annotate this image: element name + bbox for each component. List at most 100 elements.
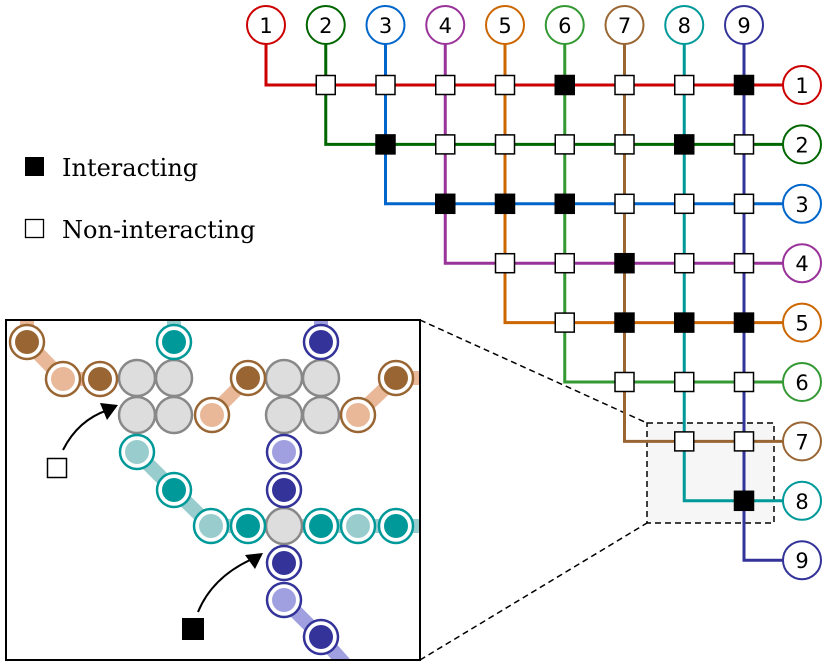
gray-site-node xyxy=(264,506,304,546)
interacting-marker xyxy=(733,490,755,512)
row-label-circle xyxy=(782,302,822,343)
non-interacting-marker xyxy=(733,252,755,274)
row-label: 6 xyxy=(795,371,808,395)
interacting-marker xyxy=(674,312,695,333)
row-label-circle xyxy=(782,480,822,521)
non-interacting-marker xyxy=(674,252,695,274)
row-label-circle xyxy=(782,421,822,462)
non-interacting-marker xyxy=(733,134,755,155)
brown-light-node-core xyxy=(51,367,75,391)
pointer-arrow-interacting xyxy=(197,559,251,613)
interacting-marker xyxy=(674,134,695,155)
pointer-arrowhead-non-interacting xyxy=(100,403,118,420)
path-line-7 xyxy=(623,44,783,443)
interacting-marker xyxy=(554,74,575,96)
column-label-circle xyxy=(365,5,406,45)
gray-site-node xyxy=(301,395,341,435)
column-label-circle xyxy=(544,5,585,45)
column-label: 4 xyxy=(439,14,452,38)
teal-light-node-core xyxy=(199,514,223,538)
pointer-arrow-non-interacting xyxy=(62,409,109,451)
non-interacting-marker xyxy=(674,74,695,96)
row-label: 7 xyxy=(795,430,808,454)
path-line-3 xyxy=(384,44,783,206)
non-interacting-marker xyxy=(733,371,755,393)
non-interacting-marker xyxy=(614,134,635,155)
navy-light-node-core xyxy=(272,588,296,612)
column-label-circle xyxy=(604,5,645,45)
teal-light-node-core xyxy=(125,440,149,464)
gray-site-node xyxy=(264,395,304,435)
non-interacting-marker xyxy=(315,74,336,96)
inset-interacting-marker xyxy=(182,618,204,640)
non-interacting-marker xyxy=(614,193,635,215)
teal-dark-node-core xyxy=(162,478,186,502)
navy-dark-node-core xyxy=(309,330,333,354)
brown-dark-node-core xyxy=(384,366,408,390)
interacting-marker xyxy=(375,134,396,155)
navy-dark-node-core xyxy=(309,625,333,649)
row-label: 4 xyxy=(795,252,808,276)
legend-interacting-swatch xyxy=(25,157,44,176)
interacting-marker xyxy=(554,193,575,215)
column-label-circle xyxy=(664,5,705,45)
interacting-marker xyxy=(435,193,456,215)
non-interacting-marker xyxy=(435,134,456,155)
teal-dark-node-core xyxy=(309,514,333,538)
gray-site-node xyxy=(154,395,194,435)
zoom-connector-bottom xyxy=(419,522,648,661)
non-interacting-marker xyxy=(733,193,755,215)
inset-content xyxy=(8,320,420,660)
inset-frame xyxy=(5,319,421,661)
brown-dark-node-core xyxy=(15,330,39,354)
column-label: 5 xyxy=(498,14,511,38)
interacting-marker xyxy=(494,193,516,215)
teal-light-node-core xyxy=(346,514,370,538)
column-label-circle xyxy=(246,5,286,45)
row-label-circle xyxy=(782,362,822,402)
teal-dark-node-core xyxy=(162,330,186,354)
non-interacting-marker xyxy=(494,252,516,274)
pointer-arrowhead-interacting xyxy=(245,553,263,569)
navy-dark-node-core xyxy=(272,551,296,575)
column-label-circle xyxy=(485,5,525,45)
zoom-indicator xyxy=(419,319,775,661)
brown-light-node-core xyxy=(346,403,370,427)
legend-non-interacting-swatch xyxy=(24,218,45,239)
non-interacting-marker xyxy=(554,252,575,274)
column-label: 6 xyxy=(558,14,571,38)
path-line-6 xyxy=(563,44,783,384)
legend: Interacting Non-interacting xyxy=(24,154,255,244)
navy-light-node-core xyxy=(272,440,296,464)
interacting-marker xyxy=(733,74,755,96)
row-label: 5 xyxy=(795,312,808,336)
inset-panel xyxy=(5,319,421,661)
legend-non-interacting-label: Non-interacting xyxy=(62,216,255,244)
row-label: 9 xyxy=(795,549,808,573)
gray-site-node xyxy=(117,358,157,398)
path-line-9 xyxy=(742,44,783,562)
non-interacting-marker xyxy=(435,74,456,96)
non-interacting-marker xyxy=(733,431,755,452)
brown-dark-node-core xyxy=(88,367,112,391)
inset-non-interacting-marker xyxy=(46,457,68,479)
column-label-circle xyxy=(425,5,466,45)
teal-dark-node-core xyxy=(236,514,260,538)
gray-site-node xyxy=(154,358,194,398)
path-line-4 xyxy=(443,44,783,265)
row-label: 3 xyxy=(795,193,808,217)
column-label: 1 xyxy=(259,14,272,38)
column-label: 7 xyxy=(618,14,631,38)
brown-dark-node-core xyxy=(236,366,260,390)
row-label-circle xyxy=(782,183,822,224)
column-label-circle xyxy=(305,5,346,45)
non-interacting-marker xyxy=(674,431,695,452)
row-label-circle xyxy=(782,243,822,284)
zoom-connector-top xyxy=(419,319,648,424)
row-label: 1 xyxy=(795,74,808,98)
brown-light-node-core xyxy=(200,403,224,427)
gray-site-node xyxy=(117,395,157,435)
teal-dark-node-core xyxy=(384,514,408,538)
row-label: 2 xyxy=(795,133,808,157)
